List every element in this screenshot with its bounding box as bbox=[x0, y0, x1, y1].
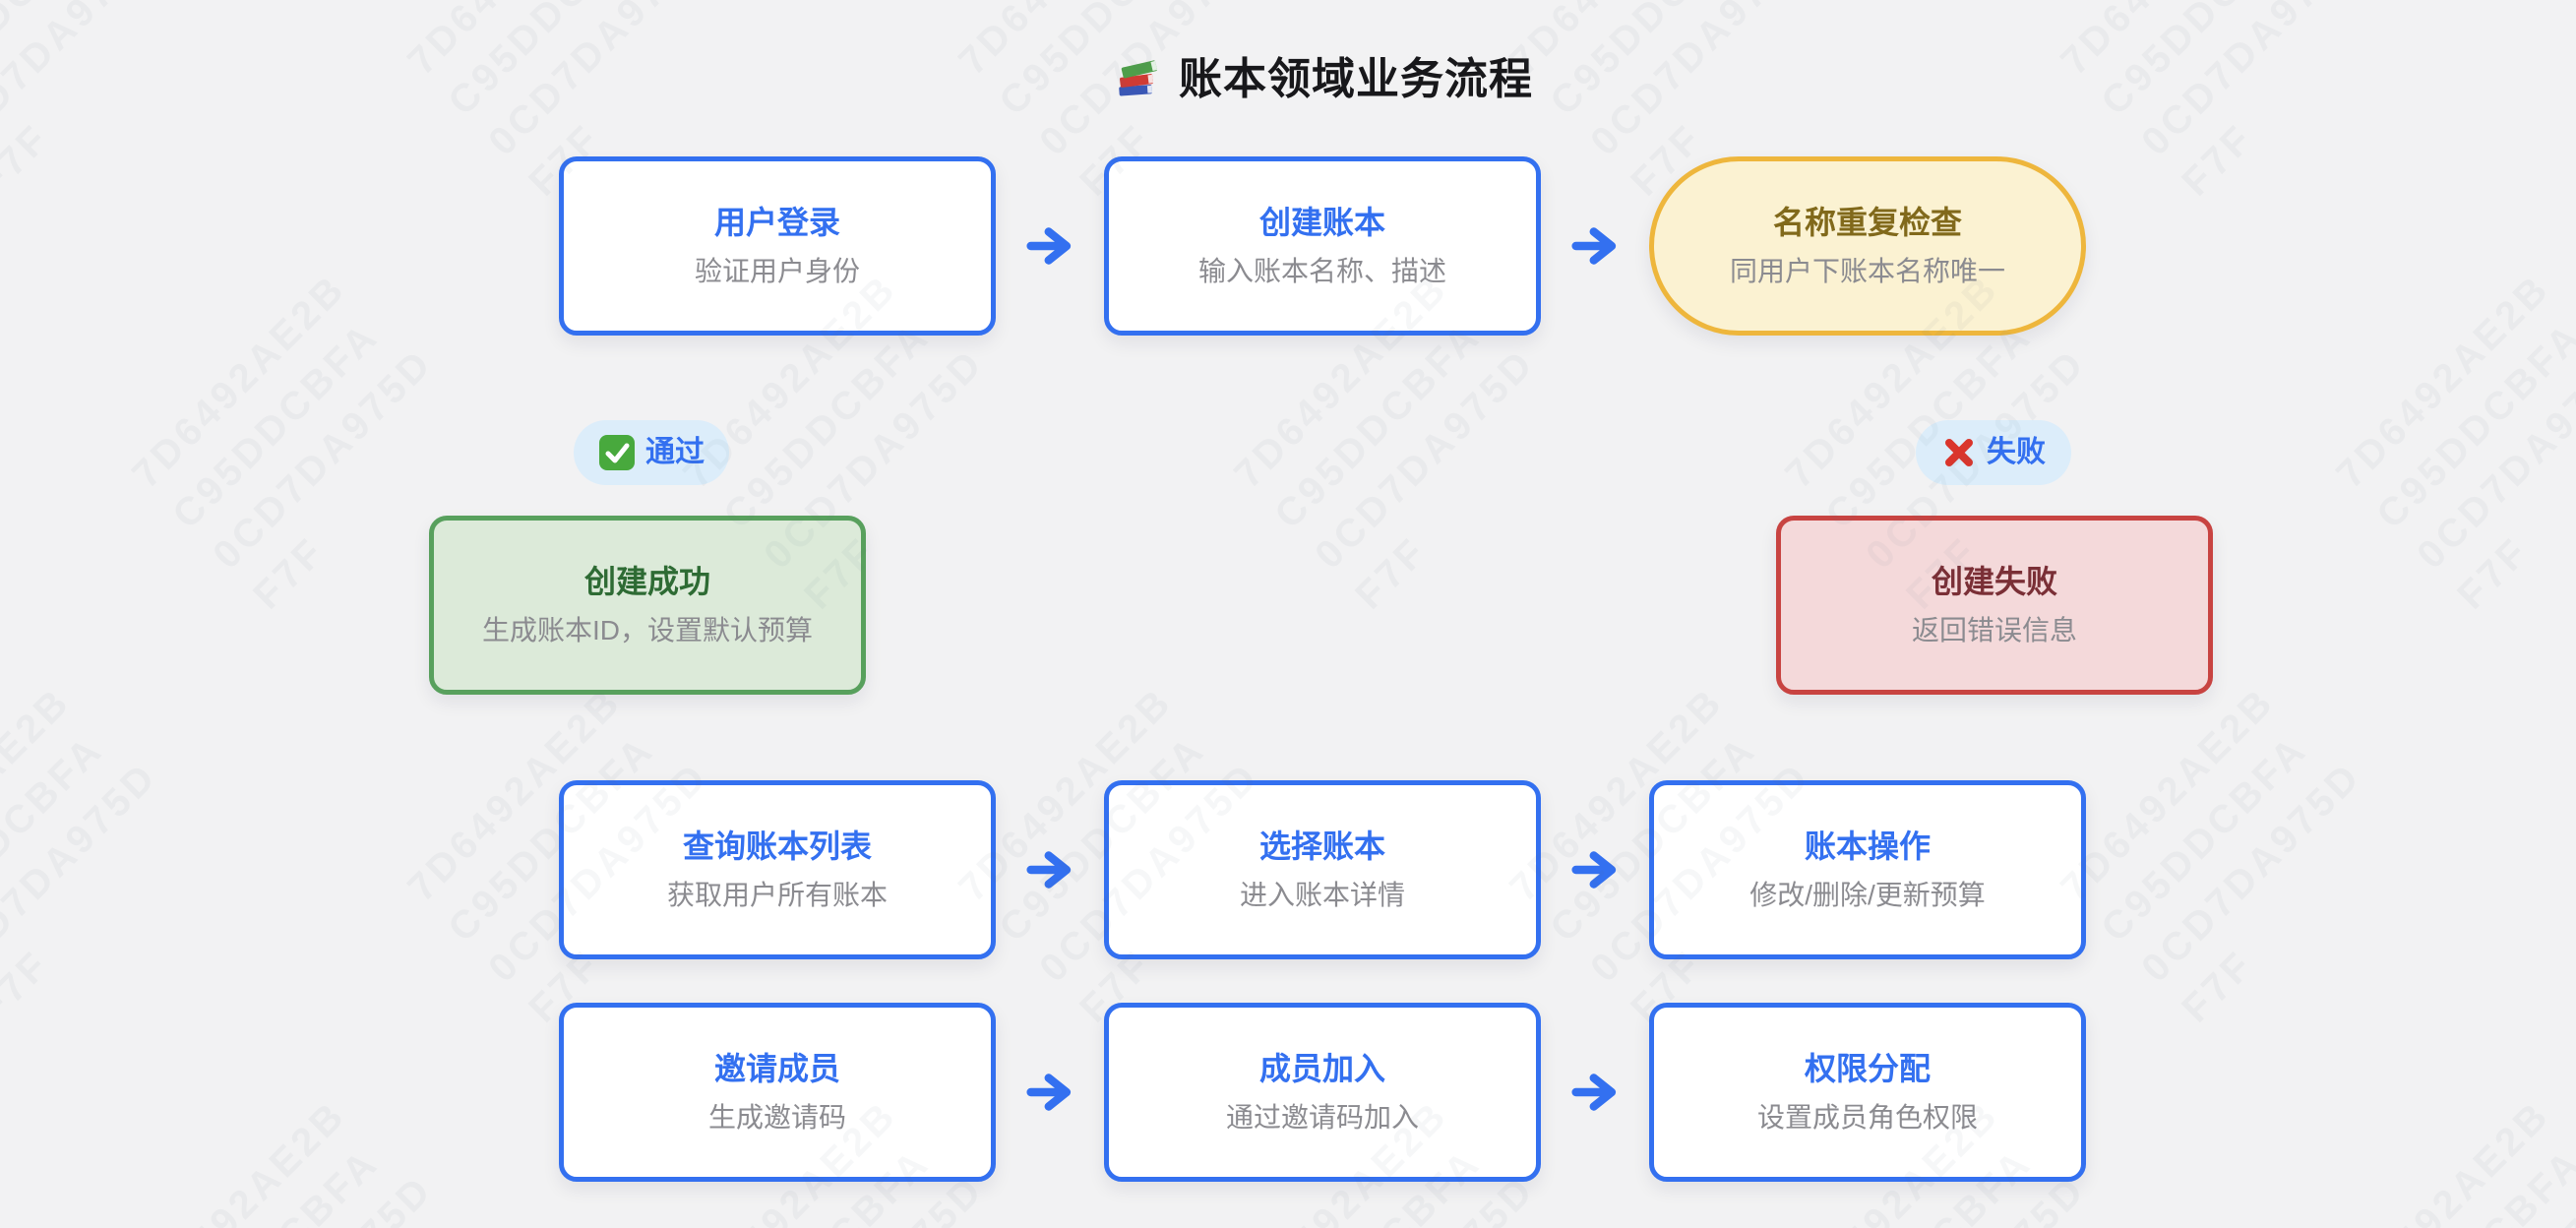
node-title: 账本操作 bbox=[1804, 829, 1931, 864]
flow-arrow bbox=[996, 841, 1104, 898]
flow-row-manage: 查询账本列表 获取用户所有账本 选择账本 进入账本详情 账本操作 修改/删除/更… bbox=[559, 780, 2086, 959]
watermark-text: 7D6492AE2B C95DDCBFA 0CD7DA975D F7F bbox=[124, 1092, 441, 1228]
watermark-text: 7D6492AE2B C95DDCBFA 0CD7DA975D F7F bbox=[2053, 0, 2370, 205]
node-title: 名称重复检查 bbox=[1772, 205, 1962, 240]
flow-node-query-ledger-list: 查询账本列表 获取用户所有账本 bbox=[559, 780, 996, 959]
flow-node-create-success: 创建成功 生成账本ID，设置默认预算 bbox=[429, 516, 866, 695]
arrow-right-icon bbox=[1026, 1074, 1072, 1111]
watermark-text: 7D6492AE2B C95DDCBFA 0CD7DA975D F7F bbox=[2053, 679, 2370, 1031]
check-icon bbox=[599, 435, 635, 470]
flow-node-name-duplicate-check: 名称重复检查 同用户下账本名称唯一 bbox=[1649, 156, 2086, 336]
node-title: 成员加入 bbox=[1258, 1051, 1385, 1086]
node-subtitle: 进入账本详情 bbox=[1239, 880, 1405, 910]
flow-arrow bbox=[996, 1064, 1104, 1121]
node-subtitle: 输入账本名称、描述 bbox=[1197, 256, 1446, 286]
node-title: 创建失败 bbox=[1931, 564, 2057, 599]
node-subtitle: 设置成员角色权限 bbox=[1756, 1102, 1978, 1133]
watermark-text: 7D6492AE2B C95DDCBFA 0CD7DA975D F7F bbox=[0, 679, 166, 1031]
arrow-right-icon bbox=[1026, 227, 1072, 265]
node-title: 查询账本列表 bbox=[682, 829, 872, 864]
node-title: 用户登录 bbox=[713, 205, 840, 240]
flow-node-invite-member: 邀请成员 生成邀请码 bbox=[559, 1003, 996, 1182]
node-title: 权限分配 bbox=[1804, 1051, 1931, 1086]
flow-node-select-ledger: 选择账本 进入账本详情 bbox=[1104, 780, 1541, 959]
badge-label: 失败 bbox=[1987, 436, 2046, 468]
cross-icon bbox=[1945, 439, 1973, 466]
arrow-right-icon bbox=[1571, 227, 1617, 265]
node-subtitle: 返回错误信息 bbox=[1911, 615, 2077, 645]
node-subtitle: 同用户下账本名称唯一 bbox=[1729, 256, 2005, 286]
node-subtitle: 验证用户身份 bbox=[694, 256, 860, 286]
flow-node-member-join: 成员加入 通过邀请码加入 bbox=[1104, 1003, 1541, 1182]
node-subtitle: 获取用户所有账本 bbox=[666, 880, 888, 910]
flow-arrow bbox=[1541, 841, 1649, 898]
node-subtitle: 生成账本ID，设置默认预算 bbox=[481, 615, 813, 645]
node-subtitle: 修改/删除/更新预算 bbox=[1749, 880, 1986, 910]
node-subtitle: 生成邀请码 bbox=[707, 1102, 846, 1133]
badge-label: 通过 bbox=[645, 436, 705, 468]
arrow-right-icon bbox=[1026, 851, 1072, 889]
flow-arrow bbox=[996, 217, 1104, 275]
badge-fail: 失败 bbox=[1916, 420, 2071, 485]
badge-pass: 通过 bbox=[574, 420, 729, 485]
page-title-text: 账本领域业务流程 bbox=[1179, 55, 1533, 103]
page-title: 账本领域业务流程 bbox=[559, 43, 2086, 106]
flow-node-create-ledger: 创建账本 输入账本名称、描述 bbox=[1104, 156, 1541, 336]
flow-node-user-login: 用户登录 验证用户身份 bbox=[559, 156, 996, 336]
node-subtitle: 通过邀请码加入 bbox=[1225, 1102, 1419, 1133]
books-icon bbox=[1119, 60, 1158, 96]
flow-row-members: 邀请成员 生成邀请码 成员加入 通过邀请码加入 权限分配 设置成员角色权限 bbox=[559, 1003, 2086, 1182]
watermark-text: 7D6492AE2B C95DDCBFA 0CD7DA975D F7F bbox=[2328, 266, 2576, 618]
flow-row-create: 用户登录 验证用户身份 创建账本 输入账本名称、描述 名称重复检查 同用户下账本… bbox=[559, 156, 2086, 336]
flow-arrow bbox=[1541, 217, 1649, 275]
node-title: 创建账本 bbox=[1258, 205, 1385, 240]
node-title: 邀请成员 bbox=[713, 1051, 840, 1086]
arrow-right-icon bbox=[1571, 1074, 1617, 1111]
watermark-text: 7D6492AE2B C95DDCBFA 0CD7DA975D F7F bbox=[2328, 1092, 2576, 1228]
flow-node-create-failure: 创建失败 返回错误信息 bbox=[1776, 516, 2213, 695]
flow-node-ledger-operations: 账本操作 修改/删除/更新预算 bbox=[1649, 780, 2086, 959]
node-title: 选择账本 bbox=[1258, 829, 1385, 864]
arrow-right-icon bbox=[1571, 851, 1617, 889]
flow-node-permission-assign: 权限分配 设置成员角色权限 bbox=[1649, 1003, 2086, 1182]
watermark-text: 7D6492AE2B C95DDCBFA 0CD7DA975D F7F bbox=[0, 0, 166, 205]
flow-arrow bbox=[1541, 1064, 1649, 1121]
node-title: 创建成功 bbox=[583, 564, 710, 599]
